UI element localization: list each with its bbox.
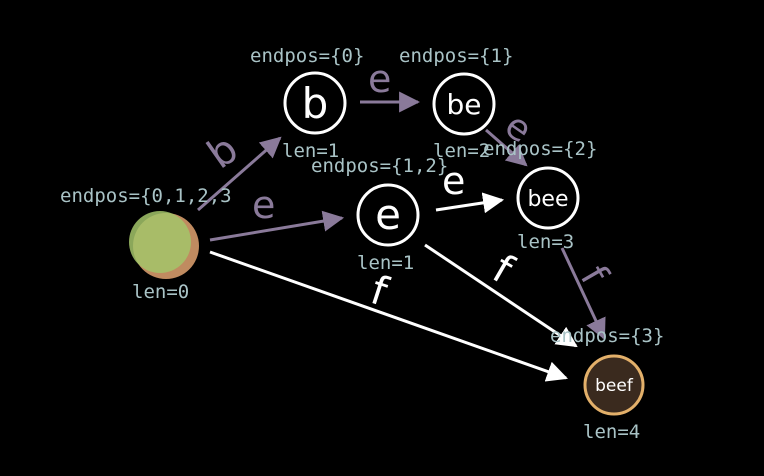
e-node-circle	[356, 183, 420, 247]
node-root: endpos={0,1,2,3 len=0	[60, 185, 232, 303]
edge-root-b	[197, 136, 282, 212]
beef-len-label: len=4	[583, 421, 640, 443]
be-endpos-label: endpos={1}	[399, 45, 513, 67]
node-be: be endpos={1} len=2	[399, 45, 513, 162]
node-bee: bee endpos={2} len=3	[483, 138, 597, 253]
edge-root-beef	[209, 250, 568, 382]
b-endpos-label: endpos={0}	[250, 45, 364, 67]
be-len-label: len=2	[433, 140, 490, 162]
bee-node-circle	[516, 166, 580, 230]
be-node-circle	[432, 72, 496, 136]
b-len-label: len=1	[282, 140, 339, 162]
root-len-label: len=0	[132, 281, 189, 303]
edges	[197, 91, 606, 382]
edge-bee-beef	[560, 247, 606, 340]
b-node-text: b	[302, 79, 329, 128]
root-endpos-label: endpos={0,1,2,3	[60, 185, 232, 207]
e-endpos-label: endpos={1,2}	[311, 155, 448, 177]
bee-endpos-label: endpos={2}	[483, 138, 597, 160]
be-node-text: be	[447, 88, 482, 121]
edge-label-root-e: e	[252, 183, 275, 227]
node-e: e endpos={1,2} len=1	[311, 155, 448, 274]
edge-e-beef	[424, 243, 578, 348]
node-b: b endpos={0} len=1	[250, 45, 364, 162]
edge-e-bee	[435, 192, 505, 214]
beef-node-circle	[583, 354, 645, 416]
edge-label-bee-beef: f	[572, 258, 618, 293]
edge-be-bee	[485, 128, 528, 167]
edge-label-b-be: e	[368, 57, 391, 101]
beef-node-text: beef	[595, 376, 634, 396]
e-len-label: len=1	[357, 252, 414, 274]
edge-label-root-beef: f	[365, 267, 393, 315]
edge-label-root-b: b	[199, 126, 246, 178]
b-node-circle	[283, 71, 347, 135]
edge-label-e-beef: f	[485, 246, 521, 293]
edge-root-e	[209, 210, 345, 242]
node-beef: beef endpos={3} len=4	[550, 325, 664, 443]
bee-node-text: bee	[527, 187, 568, 212]
beef-endpos-label: endpos={3}	[550, 325, 664, 347]
e-node-text: e	[375, 190, 401, 239]
edge-label-e-bee: e	[442, 159, 465, 203]
bee-len-label: len=3	[517, 231, 574, 253]
root-node-circle-overlay	[129, 211, 191, 273]
